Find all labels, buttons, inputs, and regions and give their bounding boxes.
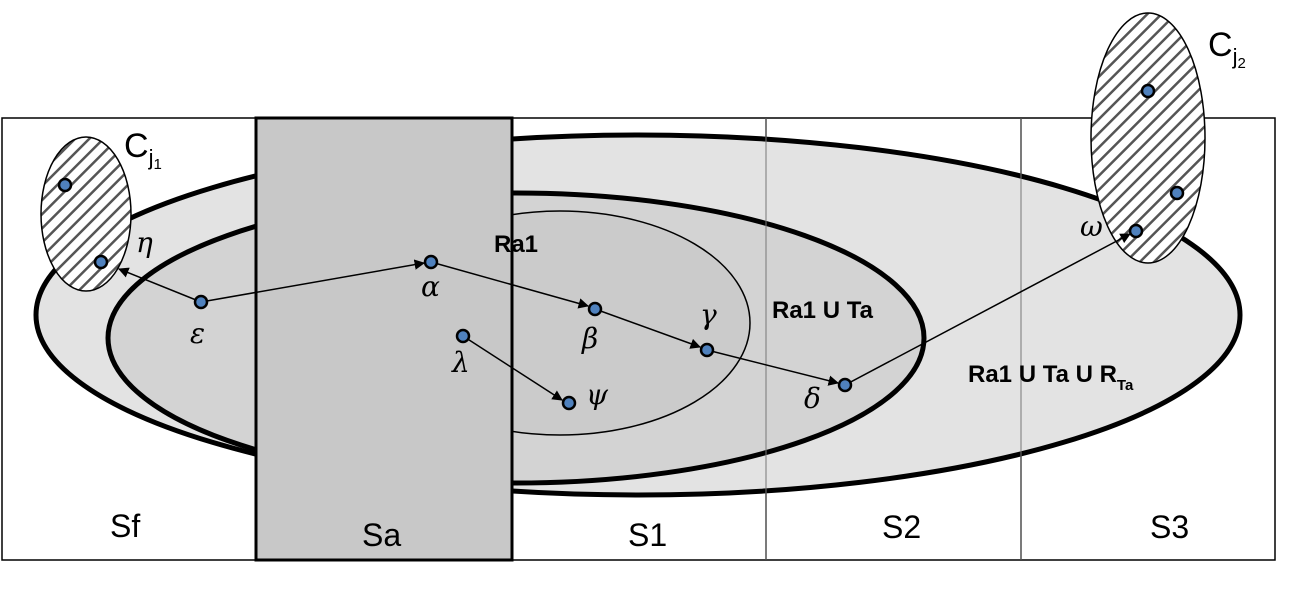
node-omega — [1128, 223, 1144, 239]
label-omega: ω — [1080, 210, 1103, 243]
node-eta — [93, 254, 109, 270]
node-psi — [561, 395, 577, 411]
label-delta: δ — [804, 382, 821, 415]
region2-label: Ra1 U Ta — [772, 297, 874, 324]
node-cluster2-b — [1169, 185, 1185, 201]
cluster1-label: Cj1 — [124, 127, 162, 173]
node-cluster1-a — [57, 177, 73, 193]
cluster-1 — [40, 136, 132, 292]
node-gamma — [699, 342, 715, 358]
node-delta — [837, 377, 853, 393]
arrows — [118, 233, 1131, 401]
segment-2-label: S2 — [882, 509, 921, 545]
segment-3-label: S3 — [1150, 509, 1189, 545]
label-psi: ψ — [586, 378, 609, 411]
label-lambda: λ — [451, 346, 470, 379]
segment-f-label: Sf — [110, 508, 140, 544]
label-beta: β — [581, 322, 598, 355]
label-alpha: α — [421, 270, 440, 303]
node-beta — [587, 301, 603, 317]
node-cluster2-a — [1140, 83, 1156, 99]
node-epsilon — [193, 294, 209, 310]
segment-1-label: S1 — [628, 517, 667, 553]
label-eta: η — [136, 226, 153, 259]
segment-a-label: Sa — [362, 517, 401, 553]
cluster-2 — [1090, 12, 1206, 264]
node-alpha — [423, 254, 439, 270]
label-epsilon: ε — [190, 317, 205, 350]
node-lambda — [455, 328, 471, 344]
region1-label: Ra1 — [494, 231, 538, 258]
label-gamma: γ — [700, 298, 717, 331]
segment-sa-block — [254, 116, 514, 562]
region3-label: Ra1 U Ta U RTa — [968, 361, 1134, 394]
cluster2-label: Cj2 — [1208, 26, 1246, 72]
